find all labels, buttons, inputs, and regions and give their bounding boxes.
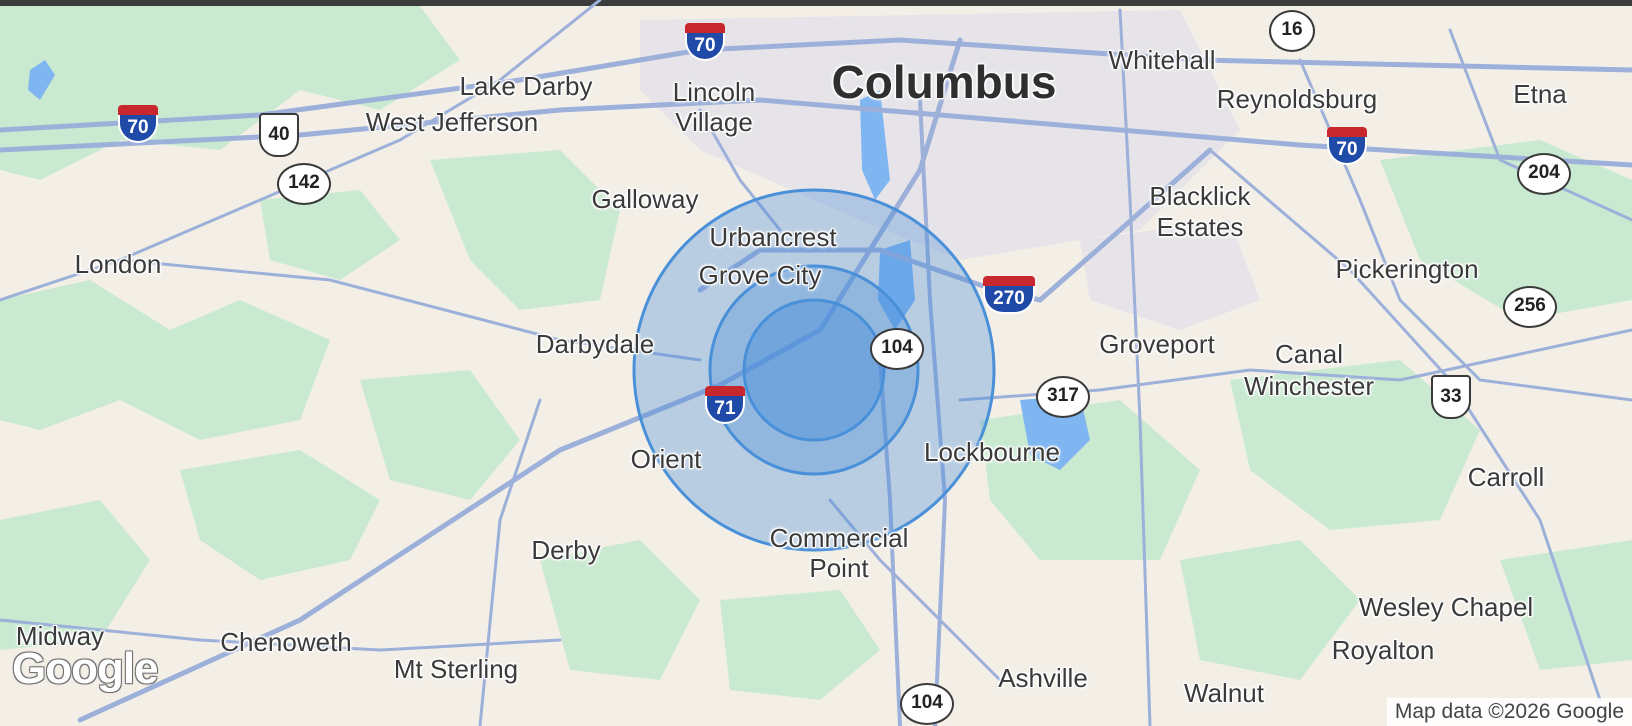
place-label-blacklick: Blacklick: [1149, 181, 1251, 211]
place-label-ashville: Ashville: [998, 663, 1088, 693]
place-label-lockbourne: Lockbourne: [924, 437, 1060, 467]
place-label-west-jefferson: West Jefferson: [365, 107, 539, 137]
us-route-40-shield: 40: [259, 113, 299, 157]
state-route-16-shield: 16: [1269, 10, 1315, 52]
interstate-70-shield: 70: [683, 21, 727, 67]
place-label-grove-city: Grove City: [698, 260, 822, 290]
place-label-etna: Etna: [1513, 79, 1567, 109]
place-label-commercial: Commercial: [769, 523, 909, 553]
state-route-142-shield: 142: [277, 163, 331, 205]
place-label-london: London: [74, 249, 162, 279]
place-label-carroll: Carroll: [1467, 462, 1545, 492]
us-route-33-shield: 33: [1431, 375, 1471, 419]
urban-areas: [640, 10, 1260, 330]
place-label-wesley-chapel: Wesley Chapel: [1358, 592, 1534, 622]
state-route-317-shield: 317: [1036, 376, 1090, 418]
place-label-urbancrest: Urbancrest: [709, 222, 837, 252]
place-label-royalton: Royalton: [1331, 635, 1435, 665]
state-route-204-shield: 204: [1517, 153, 1571, 195]
interstate-70-shield: 70: [1325, 125, 1369, 171]
place-label-lincoln: Lincoln: [672, 77, 756, 107]
place-label-derby: Derby: [531, 535, 601, 565]
place-label-reynoldsburg: Reynoldsburg: [1216, 84, 1378, 114]
map-attribution[interactable]: Map data ©2026 Google: [1386, 698, 1632, 726]
place-label-columbus: Columbus: [831, 56, 1057, 108]
place-label-lake-darby: Lake Darby: [459, 71, 593, 101]
place-label-village: Village: [675, 107, 753, 137]
place-label-walnut: Walnut: [1184, 678, 1264, 708]
interstate-71-shield: 71: [703, 384, 747, 430]
place-label-groveport: Groveport: [1099, 329, 1215, 359]
place-label-whitehall: Whitehall: [1108, 45, 1216, 75]
place-label-pickerington: Pickerington: [1335, 254, 1479, 284]
place-label-chenoweth: Chenoweth: [220, 627, 352, 657]
place-label-orient: Orient: [630, 444, 702, 474]
place-label-point: Point: [809, 553, 869, 583]
place-label-winchester: Winchester: [1243, 371, 1375, 401]
place-label-estates: Estates: [1156, 212, 1244, 242]
state-route-256-shield: 256: [1503, 286, 1557, 328]
state-route-104-shield: 104: [900, 683, 954, 725]
radius-rings: [632, 188, 996, 552]
place-label-galloway: Galloway: [591, 184, 699, 214]
place-label-darbydale: Darbydale: [535, 329, 655, 359]
state-route-104-shield: 104: [870, 328, 924, 370]
place-label-midway: Midway: [15, 621, 105, 651]
interstate-70-shield: 70: [116, 103, 160, 149]
top-edge-bar: [0, 0, 1632, 6]
interstate-270-shield: 270: [981, 274, 1037, 320]
google-logo: Google: [12, 644, 159, 693]
place-label-canal: Canal: [1275, 339, 1343, 369]
place-label-mt-sterling: Mt Sterling: [393, 654, 519, 684]
